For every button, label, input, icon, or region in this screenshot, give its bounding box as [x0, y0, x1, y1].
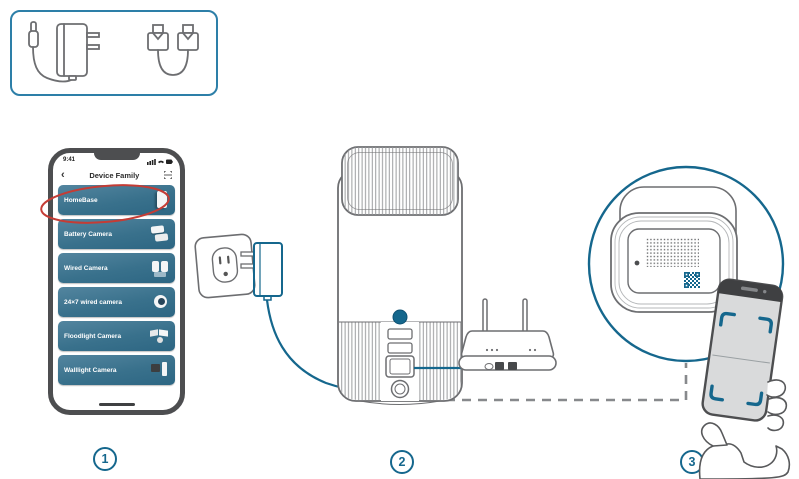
step-2-badge: 2 [390, 450, 414, 474]
included-parts-box [10, 10, 218, 96]
phone-notch [93, 152, 140, 160]
zoom-circle-inset [587, 165, 785, 363]
usb-port-2 [387, 342, 413, 354]
battery-camera-thumbnail [146, 222, 172, 246]
walllight-camera-thumbnail [146, 358, 172, 382]
list-item-floodlight-camera[interactable]: Floodlight Camera [58, 321, 175, 351]
status-bar: 9:41 [53, 155, 180, 167]
list-item-homebase[interactable]: HomeBase [58, 185, 175, 215]
wired-camera-thumbnail [146, 256, 172, 280]
list-item-battery-camera[interactable]: Battery Camera [58, 219, 175, 249]
router-port-1 [495, 362, 504, 370]
scan-line [712, 354, 770, 364]
qr-code [684, 272, 700, 288]
router-port-2 [508, 362, 517, 370]
floodlight-camera-thumbnail [146, 324, 172, 348]
hand [698, 379, 791, 479]
homebase-bottom-view [610, 186, 738, 313]
list-item-wired-camera[interactable]: Wired Camera [58, 253, 175, 283]
247-camera-thumbnail [146, 290, 172, 314]
homebase-thumbnail [146, 188, 172, 212]
step-1-badge: 1 [93, 447, 117, 471]
device-family-list: HomeBase Battery Camera Wired Camera 24×… [53, 185, 180, 389]
router-antenna-left [482, 298, 488, 334]
speaker-grille [645, 237, 699, 267]
ethernet-port [385, 355, 415, 378]
scan-frame-brackets [709, 311, 773, 407]
dashed-connector-line [430, 363, 688, 402]
sync-button[interactable] [392, 309, 408, 325]
home-indicator [98, 402, 135, 406]
list-item-247-wired-camera[interactable]: 24×7 wired camera [58, 287, 175, 317]
app-title: Device Family [89, 170, 140, 180]
status-icons [147, 159, 173, 165]
screw-hole [634, 260, 640, 266]
smartphone-step1: 9:41 ‹ Device Family HomeBase [48, 148, 185, 415]
scanning-phone [701, 278, 784, 422]
power-cable [265, 299, 392, 393]
router-antenna-right [522, 298, 528, 334]
usb-port-1 [387, 328, 413, 340]
qr-scan-icon[interactable] [164, 171, 172, 179]
homebase-tower [337, 146, 463, 405]
ethernet-cable-icon [147, 24, 199, 76]
wifi-router [458, 298, 557, 371]
back-button[interactable]: ‹ [61, 169, 65, 181]
step-3-badge: 3 [680, 450, 704, 474]
app-header: ‹ Device Family [53, 167, 180, 183]
status-time: 9:41 [63, 157, 76, 163]
list-item-walllight-camera[interactable]: Walllight Camera [58, 355, 175, 385]
phone-top-bezel [718, 279, 783, 303]
power-adapter-icon [28, 21, 100, 83]
power-port [390, 379, 410, 399]
power-adapter [240, 242, 283, 301]
wall-outlet [194, 233, 256, 299]
